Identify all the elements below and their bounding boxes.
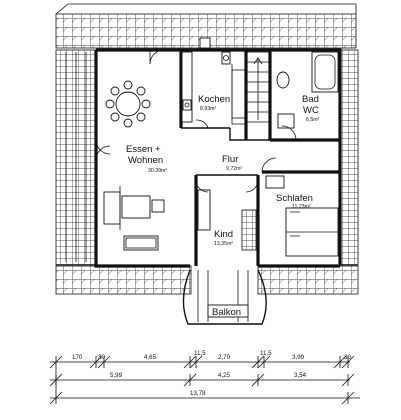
living-furniture (103, 186, 165, 251)
dim-top-1: 170 (72, 354, 83, 361)
room-area-kind: 13,35m² (214, 241, 233, 247)
room-name-balkon: Balkon (212, 307, 241, 318)
balcony (182, 269, 267, 325)
dim-total: 13,78 (190, 390, 206, 397)
dim-top-5: 2,70 (218, 354, 231, 361)
dim-top-2: 30 (98, 354, 105, 361)
dining-table (105, 80, 151, 128)
bath-fixtures (276, 51, 339, 141)
dim-top-3: 4,65 (144, 354, 157, 361)
room-area-schlafen: 11,23m² (292, 204, 311, 210)
room-name-schlafen: Schlafen (276, 193, 313, 204)
room-name-bad: Bad (302, 94, 319, 105)
kitchen-fittings (181, 37, 231, 129)
room-area-flur: 9,72m² (226, 166, 242, 172)
dim-top-6: 11,5 (260, 350, 272, 357)
interior-walls (179, 50, 340, 266)
room-name-wc: WC (303, 105, 319, 116)
roof-band-left (55, 49, 97, 266)
room-name-flur: Flur (222, 154, 238, 165)
room-name-kind: Kind (214, 229, 233, 240)
room-name-wohnen: Wohnen (128, 155, 163, 166)
dim-mid-3: 3,54 (294, 372, 307, 379)
dim-mid-2: 4,25 (218, 372, 231, 379)
room-area-kochen: 8,93m² (200, 106, 216, 112)
roof-band-right (339, 49, 359, 266)
room-name-essen: Essen + (126, 144, 161, 155)
room-area-essen: 30,39m² (148, 168, 167, 174)
dim-mid-1: 5,99 (110, 372, 123, 379)
child-room-furniture (197, 189, 257, 251)
dim-top-7: 3,90 (292, 354, 305, 361)
room-name-kochen: Kochen (198, 94, 230, 105)
staircase (231, 51, 270, 141)
dim-top-8: 30 (344, 354, 351, 361)
room-area-bad: 6,5m² (306, 117, 320, 123)
door-swings (95, 49, 277, 193)
roof-band-bottom (55, 265, 359, 295)
dim-top-4: 11,5 (194, 350, 206, 357)
bedroom-furniture (265, 175, 339, 257)
dimension-lines: 170 30 4,65 11,5 2,70 11,5 3,90 30 5,99 … (49, 350, 360, 405)
room-labels: Essen + Wohnen 30,39m² Kochen 8,93m² Bad… (126, 94, 320, 318)
outer-walls (94, 48, 342, 268)
